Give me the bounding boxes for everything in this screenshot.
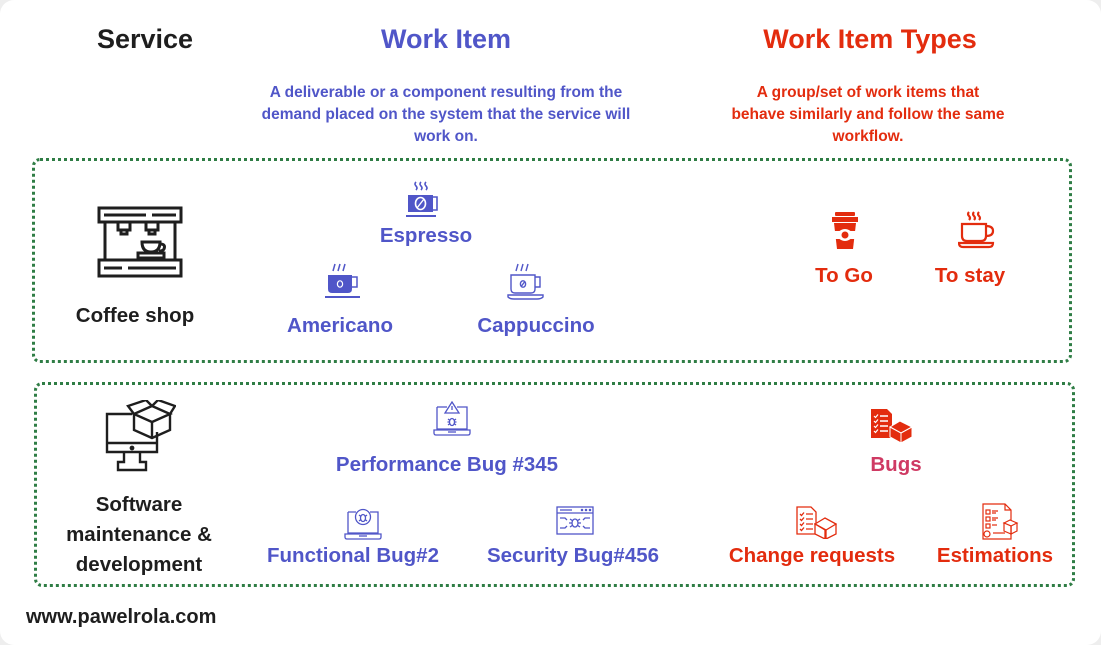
computer-box-icon xyxy=(104,400,176,476)
service-label-software: Software maintenance & development xyxy=(44,490,234,580)
work-item-americano: Americano xyxy=(287,314,393,337)
work-item-type-to-stay: To stay xyxy=(934,264,1006,287)
work-item-type-to-go: To Go xyxy=(815,264,873,287)
service-label-line-1: Software xyxy=(95,493,183,516)
browser-bug-icon xyxy=(556,506,594,536)
coffee-shop-row-box xyxy=(32,158,1072,363)
work-item-security-bug: Security Bug#456 xyxy=(486,544,660,567)
service-label-line-3: development xyxy=(75,553,203,576)
checklist-box-icon xyxy=(795,505,837,539)
work-item-type-change-requests: Change requests xyxy=(728,544,896,567)
takeaway-cup-icon xyxy=(831,212,859,250)
document-estimate-icon xyxy=(981,503,1019,541)
coffee-cup-icon xyxy=(958,211,998,249)
work-item-types-description: A group/set of work items that behave si… xyxy=(731,84,1005,145)
work-item-description: A deliverable or a component resulting f… xyxy=(261,84,631,145)
header-work-item-types: Work Item Types xyxy=(763,24,977,54)
service-label-coffee-shop: Coffee shop xyxy=(75,304,195,327)
laptop-warning-bug-icon xyxy=(433,401,471,437)
coffee-cup-outline-icon xyxy=(507,263,547,301)
work-item-functional-bug: Functional Bug#2 xyxy=(267,544,439,567)
work-item-espresso: Espresso xyxy=(379,224,473,247)
work-item-performance-bug: Performance Bug #345 xyxy=(335,453,559,476)
header-work-item: Work Item xyxy=(380,24,512,54)
software-row-box xyxy=(34,382,1075,587)
work-item-cappuccino: Cappuccino xyxy=(477,314,595,337)
laptop-bug-icon xyxy=(344,507,382,541)
coffee-mug-icon xyxy=(405,181,441,219)
checklist-box-filled-icon xyxy=(869,407,913,443)
coffee-cup-filled-icon xyxy=(324,263,364,301)
work-item-type-bugs: Bugs xyxy=(870,453,922,476)
service-label-line-2: maintenance & xyxy=(66,523,212,546)
header-service: Service xyxy=(96,24,194,54)
work-item-type-estimations: Estimations xyxy=(936,544,1054,567)
footer-url[interactable]: www.pawelrola.com xyxy=(26,606,217,628)
espresso-machine-icon xyxy=(96,206,184,278)
